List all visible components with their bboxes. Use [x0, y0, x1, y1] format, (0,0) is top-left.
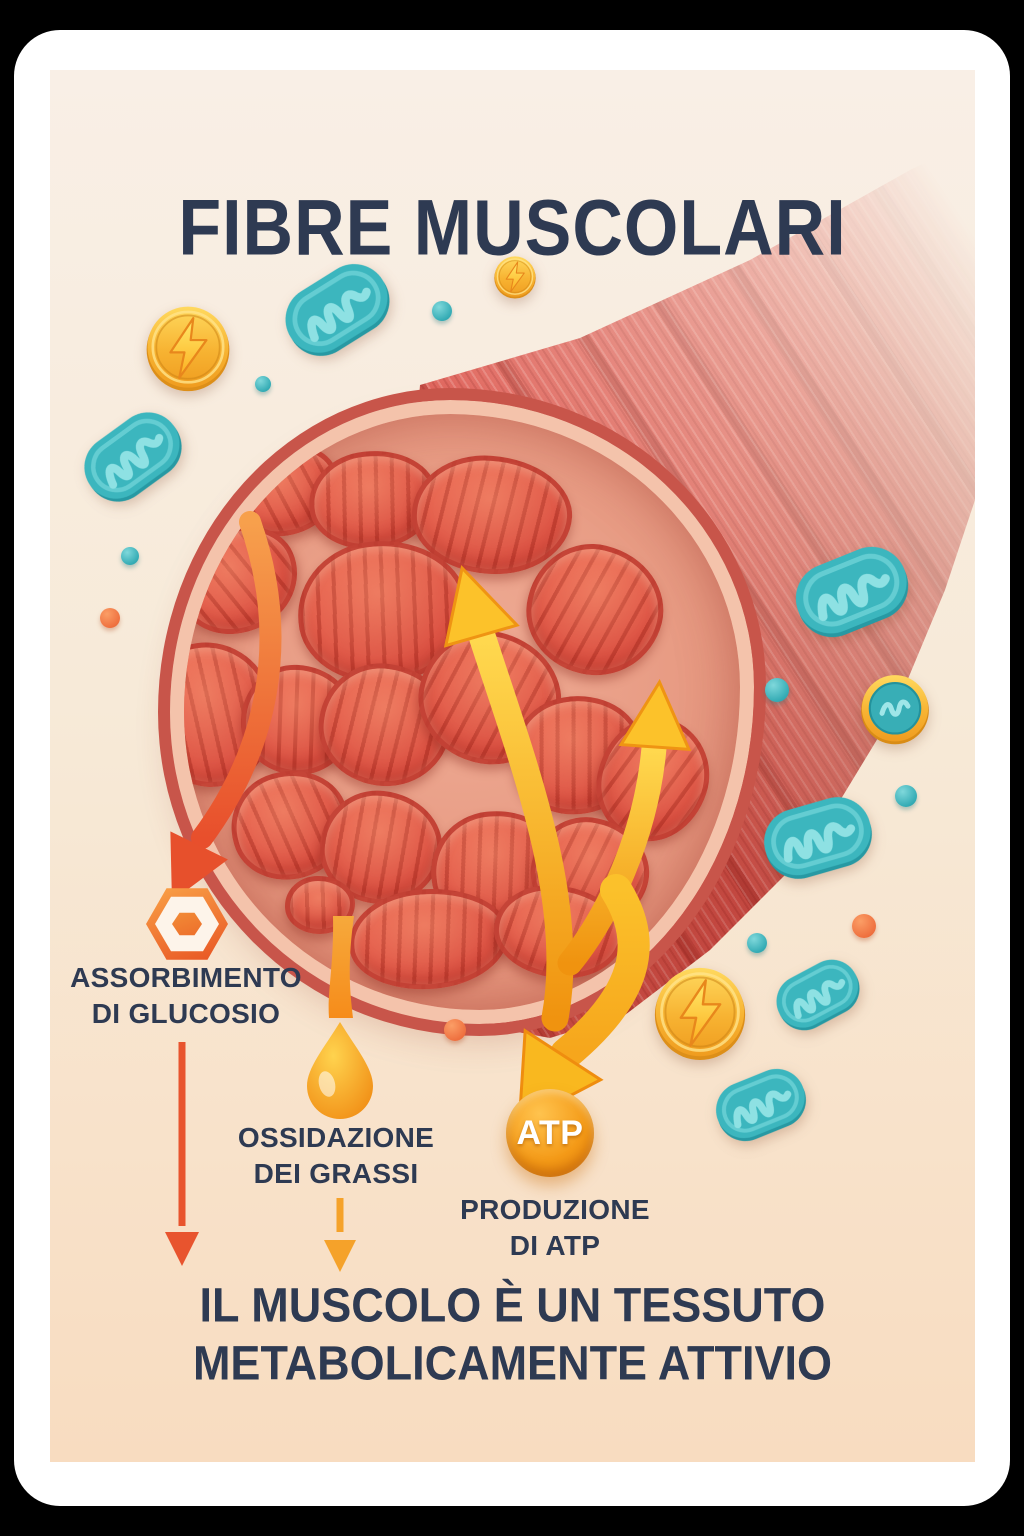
fat-label: OSSIDAZIONE DEI GRASSI: [196, 1120, 476, 1192]
atp-label-line1: PRODUZIONE: [460, 1194, 650, 1225]
mitochondrion-coin-icon: [859, 673, 931, 745]
glucose-label: ASSORBIMENTO DI GLUCOSIO: [50, 960, 322, 1032]
poster-background: FIBRE MUSCOLARI: [50, 70, 975, 1462]
teal-dot: [895, 785, 917, 807]
fat-label-line2: DEI GRASSI: [253, 1157, 419, 1189]
teal-dot: [432, 301, 452, 321]
glucose-label-line1: ASSORBIMENTO: [70, 962, 302, 993]
poster-card: FIBRE MUSCOLARI: [14, 30, 1010, 1506]
poster-title: FIBRE MUSCOLARI: [178, 184, 847, 272]
mitochondrion-icon: [763, 947, 872, 1043]
atp-label: PRODUZIONE DI ATP: [405, 1192, 705, 1264]
teal-dot: [765, 678, 789, 702]
orange-dot: [444, 1019, 466, 1041]
poster-tagline: IL MUSCOLO È UN TESSUTO METABOLICAMENTE …: [50, 1276, 975, 1393]
tagline-line1: IL MUSCOLO È UN TESSUTO: [199, 1277, 826, 1333]
glucose-hexagon-icon: [146, 888, 228, 960]
fascicle: [285, 876, 355, 934]
orange-dot: [100, 608, 120, 628]
atp-badge-label: ATP: [516, 1113, 584, 1152]
glucose-hexagon-ring: [155, 896, 219, 952]
glucose-hexagon-core: [172, 912, 202, 936]
fat-down-arrow: [324, 1198, 356, 1272]
energy-coin-icon: [144, 304, 232, 392]
atp-badge: ATP: [506, 1089, 594, 1177]
orange-dot: [852, 914, 876, 938]
tagline-line2: METABOLICAMENTE ATTIVIO: [192, 1335, 833, 1391]
fat-label-line1: OSSIDAZIONE: [237, 1122, 435, 1153]
atp-label-line2: DI ATP: [509, 1229, 601, 1261]
teal-dot: [255, 376, 271, 392]
mitochondrion-icon: [704, 1057, 819, 1153]
muscle-cross-section: [158, 388, 766, 1036]
glucose-down-arrow: [165, 1042, 199, 1266]
teal-dot: [121, 547, 139, 565]
energy-coin-icon: [652, 965, 748, 1061]
glucose-label-line2: DI GLUCOSIO: [91, 997, 281, 1029]
teal-dot: [747, 933, 767, 953]
mitochondrion-icon: [67, 396, 198, 519]
